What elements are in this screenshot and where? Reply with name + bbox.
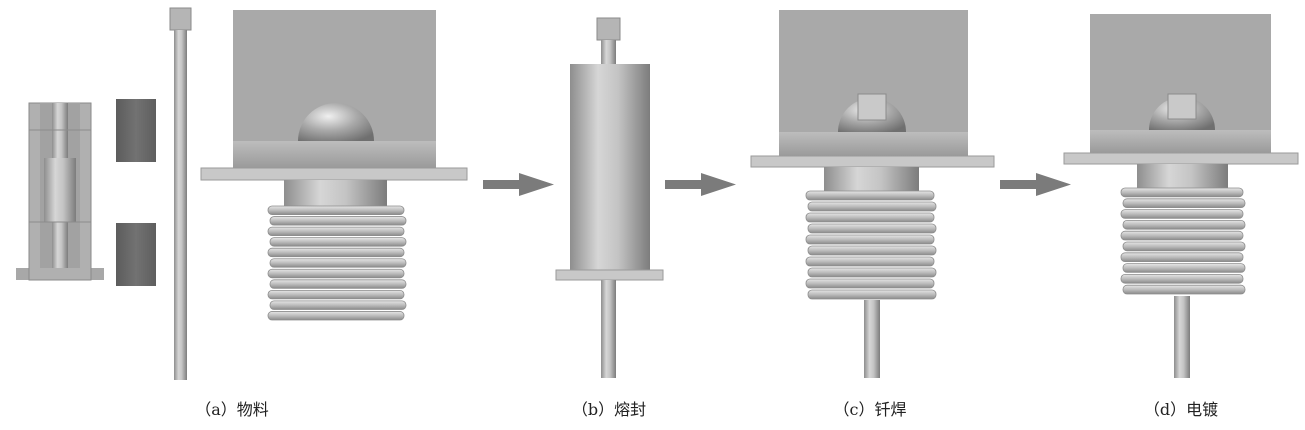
thread-ridge (1122, 241, 1246, 252)
thread-ridge (805, 234, 935, 245)
thread-ridge (805, 278, 935, 289)
process-arrow (665, 173, 736, 196)
thread-ridge (1120, 230, 1244, 241)
thread-ridge (1120, 273, 1244, 284)
thread-ridge (269, 216, 407, 226)
connector-shell (200, 10, 468, 321)
thread-ridge (807, 267, 937, 278)
thread-ridge (1122, 263, 1246, 273)
process-arrow (1000, 173, 1071, 196)
thread-ridge (267, 289, 405, 300)
housing-cross-section (16, 102, 104, 281)
part-c-brazed (750, 10, 995, 378)
thread-ridge (807, 223, 937, 234)
thread-ridge (1122, 284, 1246, 295)
thread-ridge (1122, 219, 1246, 230)
caption-a: （a）物料 (195, 400, 269, 419)
part-b-sealed (555, 17, 664, 378)
glass-preform-block (116, 99, 156, 162)
thread-ridge (1120, 187, 1244, 198)
thread-ridge (1122, 198, 1246, 209)
thread-ridge (267, 268, 405, 279)
thread-ridge (805, 190, 935, 201)
caption-c: （c）钎焊 (833, 400, 907, 419)
thread-ridge (267, 226, 405, 237)
thread-ridge (1120, 252, 1244, 263)
thread-ridge (805, 256, 935, 267)
thread-ridge (807, 245, 937, 256)
thread-ridge (269, 258, 407, 268)
thread-ridge (807, 289, 937, 300)
thread-ridge (269, 237, 407, 247)
caption-b: （b）熔封 (571, 400, 647, 419)
thread-ridge (269, 300, 407, 310)
thread-ridge (807, 201, 937, 212)
process-arrow (483, 173, 554, 196)
thread-ridge (267, 311, 405, 321)
part-d-plated (1063, 14, 1299, 378)
thread-ridge (267, 247, 405, 258)
thread-ridge (1120, 209, 1244, 219)
part-a-materials (16, 7, 468, 380)
thread-ridge (267, 205, 405, 215)
thread-ridge (269, 279, 407, 289)
pin (169, 7, 192, 380)
glass-preform-block (116, 223, 156, 286)
caption-d: （d）电镀 (1143, 400, 1219, 419)
thread-ridge (805, 212, 935, 223)
